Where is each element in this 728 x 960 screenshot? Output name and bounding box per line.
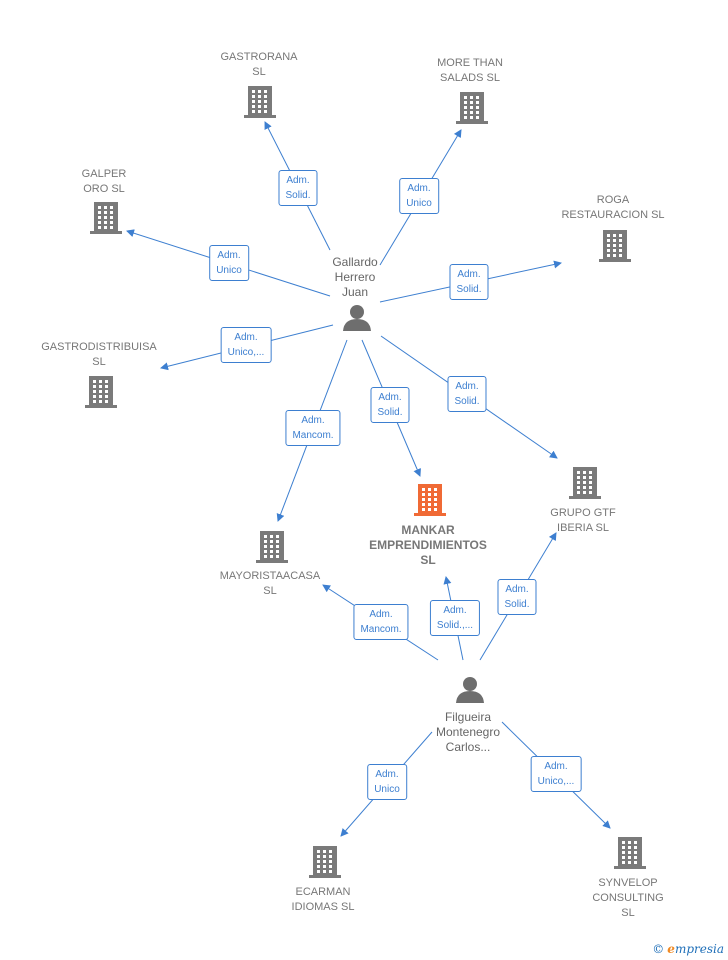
- relation-label-r1[interactable]: Adm. Solid.: [278, 170, 318, 206]
- building-icon: [90, 202, 122, 234]
- building-icon: [456, 92, 488, 124]
- company-name-c_synvelop[interactable]: SYNVELOP CONSULTING SL: [592, 877, 664, 919]
- relation-label-r2[interactable]: Adm. Unico: [399, 178, 439, 214]
- copyright-icon: ©: [652, 942, 665, 956]
- building-icon: [569, 467, 601, 499]
- relation-label-r12[interactable]: Adm. Unico: [367, 764, 407, 800]
- company-name-c_grupogtf[interactable]: GRUPO GTF IBERIA SL: [550, 507, 616, 534]
- person-name-p1[interactable]: Gallardo Herrero Juan: [332, 255, 378, 299]
- relation-label-r6[interactable]: Adm. Solid.: [370, 387, 410, 423]
- building-icon: [244, 86, 276, 118]
- company-name-c_gastrorana[interactable]: GASTRORANA SL: [220, 51, 298, 78]
- empresia-credit[interactable]: ©empresia: [652, 942, 724, 956]
- relation-label-r11[interactable]: Adm. Solid.: [497, 579, 537, 615]
- company-name-c_mankar[interactable]: MANKAR EMPRENDIMIENTOS SL: [369, 523, 487, 567]
- relation-label-r5[interactable]: Adm. Unico,...: [220, 327, 272, 363]
- relation-label-r7[interactable]: Adm. Solid.: [447, 376, 487, 412]
- relation-label-r10[interactable]: Adm. Solid.,...: [429, 600, 481, 636]
- person-icon: [456, 677, 484, 703]
- main-company-building-icon: [414, 484, 446, 516]
- relation-label-r3[interactable]: Adm. Unico: [209, 245, 249, 281]
- empresia-logo-text: mpresia: [674, 942, 724, 956]
- company-name-c_gastrodist[interactable]: GASTRODISTRIBUISA SL: [41, 341, 157, 368]
- company-name-c_galper[interactable]: GALPER ORO SL: [81, 168, 127, 195]
- relation-label-r13[interactable]: Adm. Unico,...: [530, 756, 582, 792]
- building-icon: [599, 230, 631, 262]
- company-name-c_ecarman[interactable]: ECARMAN IDIOMAS SL: [291, 886, 355, 913]
- person-name-p2[interactable]: Filgueira Montenegro Carlos...: [435, 710, 501, 754]
- company-name-c_roga[interactable]: ROGA RESTAURACION SL: [561, 194, 665, 221]
- company-name-c_morethan[interactable]: MORE THAN SALADS SL: [437, 57, 503, 84]
- relation-label-r8[interactable]: Adm. Mancom.: [285, 410, 341, 446]
- empresia-logo-e: e: [667, 942, 675, 956]
- relation-label-r9[interactable]: Adm. Mancom.: [353, 604, 409, 640]
- building-icon: [256, 531, 288, 563]
- company-name-c_mayorista[interactable]: MAYORISTAACASA SL: [219, 570, 321, 597]
- building-icon: [614, 837, 646, 869]
- building-icon: [85, 376, 117, 408]
- relation-label-r4[interactable]: Adm. Solid.: [449, 264, 489, 300]
- person-icon: [343, 305, 371, 331]
- building-icon: [309, 846, 341, 878]
